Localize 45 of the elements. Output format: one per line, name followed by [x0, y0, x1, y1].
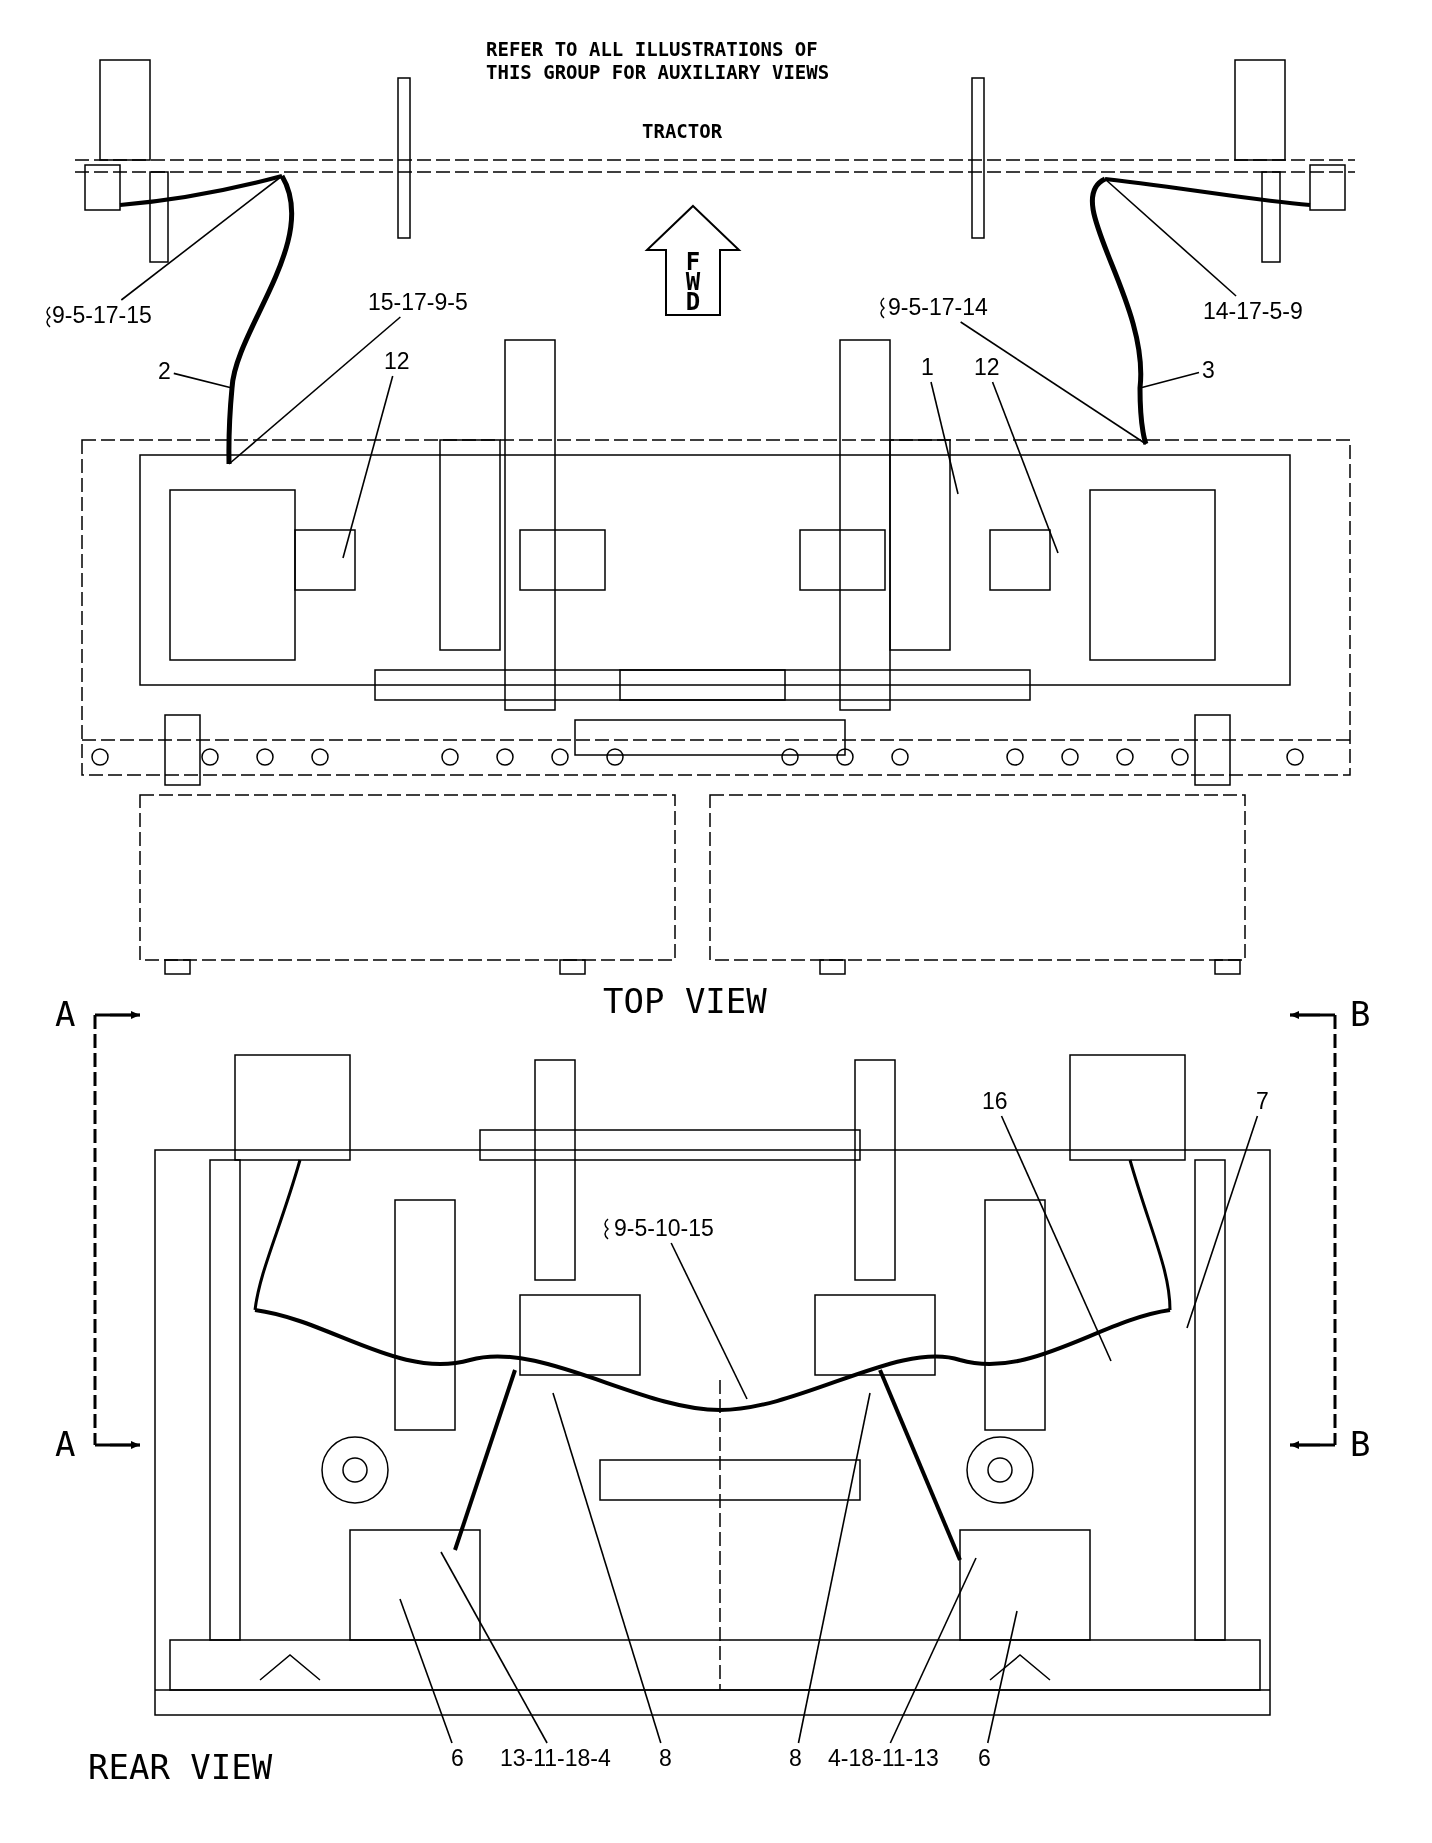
leader-line [552, 1392, 662, 1744]
callout-number: 9-5-17-14 [888, 294, 988, 320]
leader-line [991, 381, 1059, 554]
leader-line [889, 1557, 977, 1744]
leader-line [173, 372, 233, 389]
leader-line [1139, 371, 1200, 389]
section-letter: B [1350, 1425, 1371, 1463]
callout-number: 1 [921, 354, 934, 380]
callout-number: 13-11-18-4 [500, 1745, 611, 1771]
callout-number: 9-5-17-15 [52, 302, 152, 328]
leader-line [399, 1598, 453, 1744]
leader-line [797, 1392, 871, 1744]
callout-number: 6 [451, 1745, 464, 1771]
callout-number: 9-5-10-15 [614, 1215, 714, 1241]
section-letter: A [55, 995, 76, 1033]
leader-line [1000, 1115, 1112, 1362]
leader-line [440, 1551, 548, 1744]
leader-line [986, 1610, 1018, 1744]
callout-number: 7 [1256, 1088, 1269, 1114]
leader-line [670, 1242, 748, 1400]
leader-line [228, 316, 402, 465]
leader-line [930, 381, 959, 495]
leader-line [1104, 178, 1237, 297]
callout-number: 14-17-5-9 [1203, 298, 1303, 324]
leader-line [342, 375, 394, 559]
leader-line [120, 175, 283, 301]
callout-number: 12 [384, 348, 410, 374]
callout-number: 6 [978, 1745, 991, 1771]
callout-number: 8 [659, 1745, 672, 1771]
section-letter: B [1350, 995, 1371, 1033]
callout-number: 12 [974, 354, 1000, 380]
callout-number: 4-18-11-13 [828, 1745, 939, 1771]
leader-line [959, 321, 1147, 445]
callout-number: 8 [789, 1745, 802, 1771]
callout-number: 15-17-9-5 [368, 289, 468, 315]
section-letter: A [55, 1425, 76, 1463]
direction-label: FWD [684, 252, 702, 312]
callout-number: 16 [982, 1088, 1008, 1114]
callout-number: 3 [1202, 357, 1215, 383]
view-title: REAR VIEW [88, 1748, 273, 1786]
view-label: TRACTOR [642, 120, 723, 143]
view-title: TOP VIEW [603, 982, 767, 1020]
callout-number: 2 [158, 358, 171, 384]
leader-line [1186, 1115, 1259, 1329]
note: REFER TO ALL ILLUSTRATIONS OF THIS GROUP FOR AUXILIARY VIEWS [486, 38, 831, 84]
